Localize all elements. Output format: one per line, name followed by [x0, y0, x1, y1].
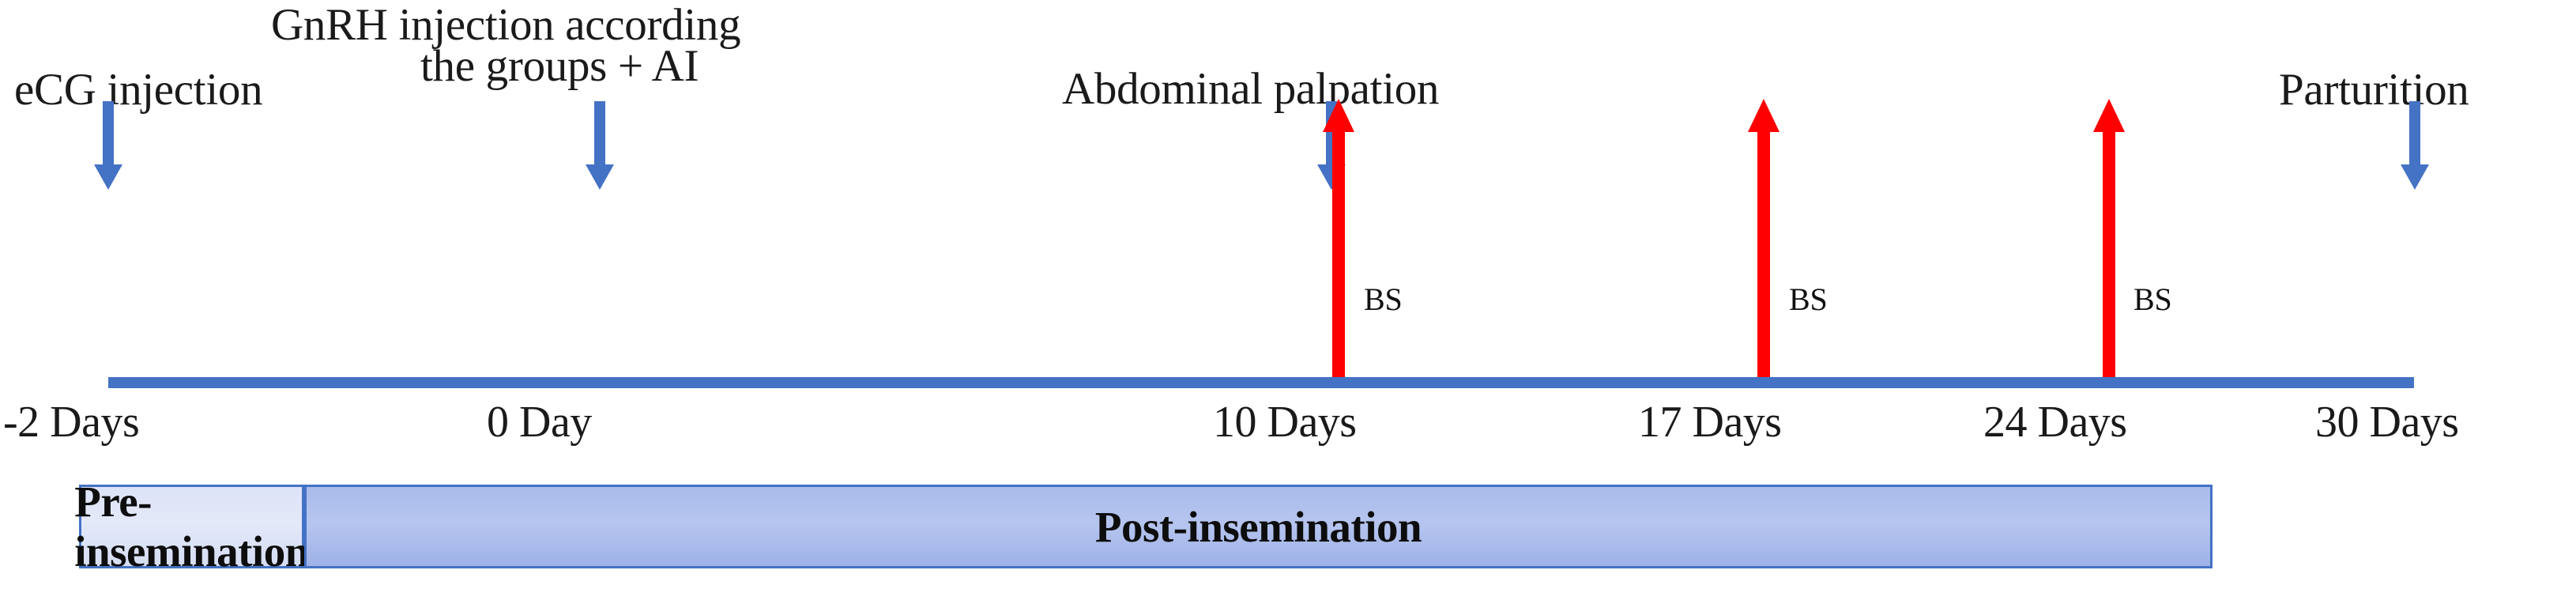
phase-pre-insemination: Pre-insemination [74, 478, 309, 576]
day-label-0: 0 Day [487, 398, 592, 447]
caption-abdominal-palpation: Abdominal palpation [1062, 64, 1440, 114]
day-label-30: 30 Days [2315, 398, 2459, 447]
day-label-minus-2: -2 Days [3, 398, 140, 447]
down-arrow-icon-day-minus-2 [85, 101, 131, 190]
phase-post-insemination-label: Post-insemination [1094, 502, 1422, 551]
phase-pre-insemination-label: Pre-insemination [74, 478, 309, 576]
day-label-10: 10 Days [1213, 398, 1357, 447]
phase-bar: Pre-insemination Post-insemination [74, 478, 2213, 576]
up-arrow-icon-blood-sampling-day-24 [2090, 99, 2128, 385]
caption-gnrh-injection-line2: the groups + AI [420, 41, 699, 91]
day-label-17: 17 Days [1638, 398, 1782, 447]
phase-post-insemination: Post-insemination [304, 485, 2213, 568]
day-label-24: 24 Days [1983, 398, 2127, 447]
caption-gnrh-injection-line1: GnRH injection according [271, 0, 741, 50]
caption-parturition: Parturition [2279, 65, 2469, 115]
bs-label-day-17: BS [1789, 281, 1828, 317]
bs-label-day-10: BS [1364, 281, 1403, 317]
up-arrow-icon-blood-sampling-day-10 [1320, 99, 1358, 385]
timeline-axis [108, 377, 2414, 388]
down-arrow-icon-parturition [2392, 101, 2438, 190]
caption-ecg-injection: eCG injection [14, 65, 263, 115]
bs-label-day-24: BS [2133, 281, 2172, 317]
up-arrow-icon-blood-sampling-day-17 [1745, 99, 1783, 385]
down-arrow-icon-day-0 [577, 101, 623, 190]
